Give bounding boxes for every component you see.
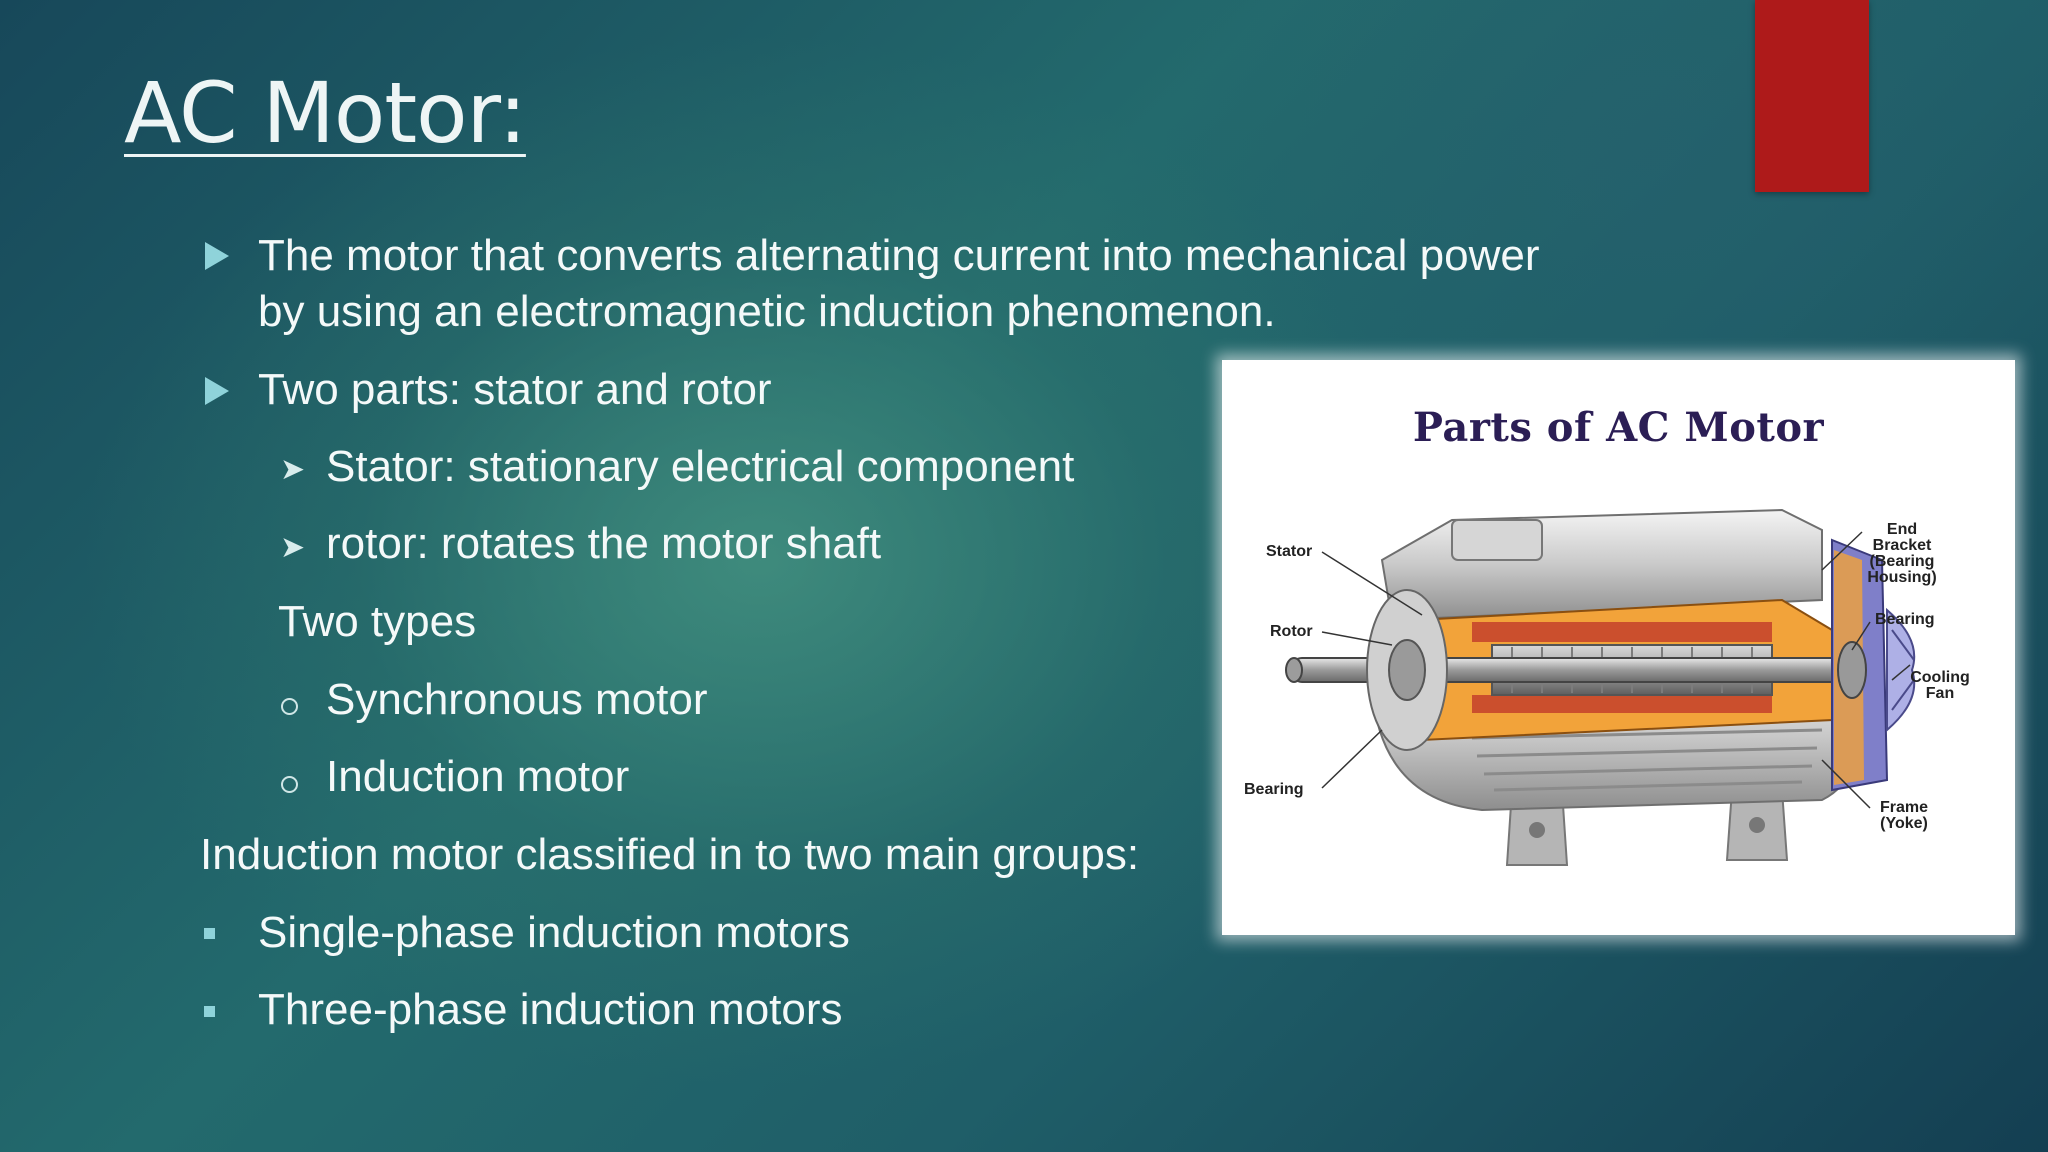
slide-title: AC Motor: <box>124 64 527 162</box>
figure-title: Parts of AC Motor <box>1412 404 1825 451</box>
label-bearing-left: Bearing <box>1244 781 1304 798</box>
group-single-phase: Single-phase induction motors <box>258 908 850 957</box>
types-heading: Two types <box>278 597 477 646</box>
label-frame: Frame <box>1880 799 1928 816</box>
label-cooling-fan: Cooling <box>1910 669 1970 686</box>
bullet-1-line-2: by using an electromagnetic induction ph… <box>258 287 1276 336</box>
circle-bullet-icon <box>281 776 298 793</box>
stator-winding <box>1472 695 1772 713</box>
label-frame: (Yoke) <box>1880 815 1928 832</box>
label-rotor: Rotor <box>1270 623 1313 640</box>
label-end-bracket: Housing) <box>1867 569 1936 586</box>
arrow-bullet-icon: ➤ <box>280 453 306 486</box>
front-bearing <box>1388 639 1426 701</box>
rear-bearing <box>1837 641 1867 699</box>
bullet-1-line-1: The motor that converts alternating curr… <box>258 231 1540 280</box>
label-stator: Stator <box>1266 543 1312 560</box>
bolt <box>1529 822 1545 838</box>
type-synchronous: Synchronous motor <box>326 675 708 724</box>
motor-figure: Parts of AC Motor <box>1222 360 2015 935</box>
accent-tab <box>1755 0 1869 192</box>
group-three-phase: Three-phase induction motors <box>258 985 843 1034</box>
arrow-bullet-icon: ➤ <box>280 531 306 564</box>
terminal-box <box>1451 519 1543 561</box>
type-induction: Induction motor <box>326 752 630 801</box>
sub-bullet-stator: Stator: stationary electrical component <box>326 442 1075 491</box>
cooling-fan <box>1886 607 1916 733</box>
callout-lines <box>1321 531 1911 809</box>
bolt <box>1749 817 1765 833</box>
label-end-bracket: Bracket <box>1873 537 1932 554</box>
circle-bullet-icon <box>281 698 298 715</box>
triangle-bullet-icon <box>205 242 229 270</box>
label-end-bracket: End <box>1887 521 1917 538</box>
triangle-bullet-icon <box>205 377 229 405</box>
sub-bullet-rotor: rotor: rotates the motor shaft <box>326 519 882 568</box>
label-bearing-right: Bearing <box>1875 611 1935 628</box>
label-cooling-fan: Fan <box>1926 685 1954 702</box>
label-end-bracket: (Bearing <box>1870 553 1935 570</box>
square-bullet-icon <box>204 928 215 939</box>
bullet-2: Two parts: stator and rotor <box>258 365 772 414</box>
square-bullet-icon <box>204 1006 215 1017</box>
groups-heading: Induction motor classified in to two mai… <box>200 830 1140 879</box>
shaft-end <box>1285 657 1303 683</box>
stator-winding <box>1472 622 1772 642</box>
motor-cutaway-illustration: Stator Rotor Bearing End Bracket (Bearin… <box>1244 508 1970 866</box>
